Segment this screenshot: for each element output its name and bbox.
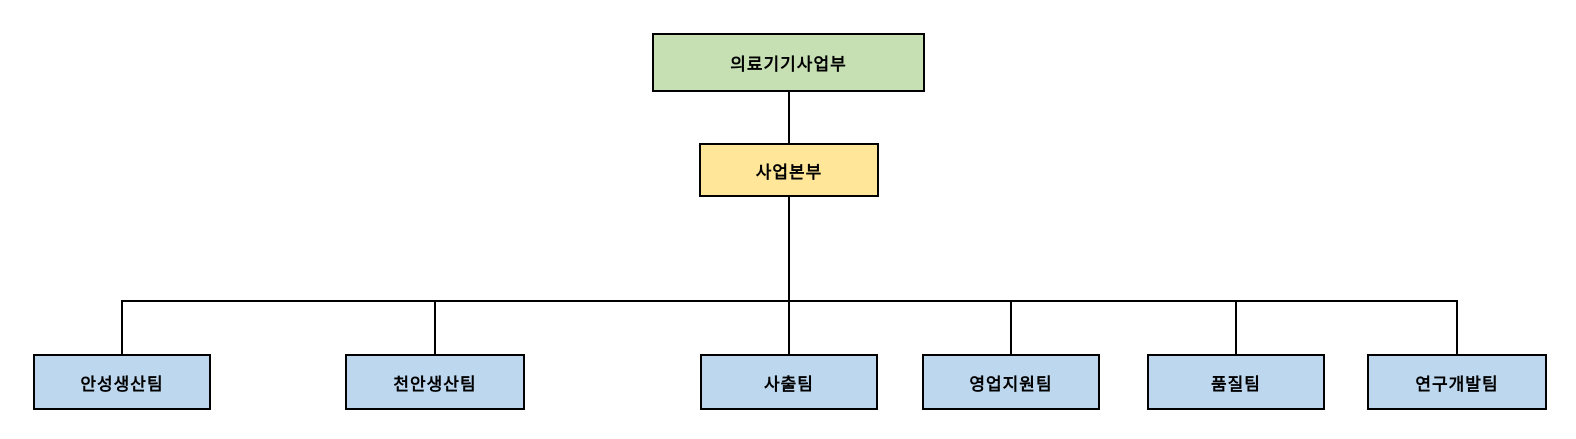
node-label: 연구개발팀	[1415, 374, 1499, 394]
node-label: 천안생산팀	[393, 374, 477, 394]
connector-drop-rnd	[1456, 300, 1458, 354]
connector-horizontal-rail	[121, 300, 1458, 302]
connector-headquarters-to-rail	[788, 197, 790, 354]
node-team-injection-molding: 사출팀	[700, 354, 878, 410]
node-label: 사업본부	[755, 162, 823, 182]
node-business-headquarters: 사업본부	[699, 143, 879, 197]
node-team-sales-support: 영업지원팀	[922, 354, 1100, 410]
connector-drop-cheonan-production	[434, 300, 436, 354]
node-team-cheonan-production: 천안생산팀	[345, 354, 525, 410]
node-medical-device-division: 의료기기사업부	[652, 33, 925, 92]
node-label: 안성생산팀	[80, 374, 164, 394]
connector-root-to-headquarters	[788, 92, 790, 143]
node-team-rnd: 연구개발팀	[1367, 354, 1547, 410]
node-team-anseong-production: 안성생산팀	[33, 354, 211, 410]
connector-drop-quality	[1235, 300, 1237, 354]
node-label: 의료기기사업부	[730, 55, 847, 74]
node-team-quality: 품질팀	[1147, 354, 1325, 410]
connector-drop-sales-support	[1010, 300, 1012, 354]
node-label: 영업지원팀	[969, 374, 1053, 394]
connector-drop-anseong-production	[121, 300, 123, 354]
node-label: 사출팀	[764, 374, 814, 394]
node-label: 품질팀	[1211, 374, 1261, 394]
